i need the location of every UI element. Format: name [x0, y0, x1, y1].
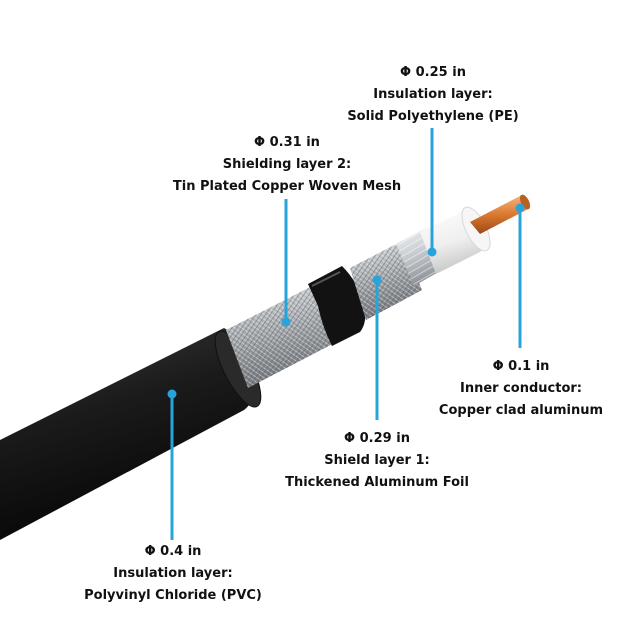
copper-conductor: [470, 194, 531, 234]
callout-material: Polyvinyl Chloride (PVC): [84, 588, 262, 603]
callout-layer: Inner conductor:: [459, 381, 582, 396]
callout-diameter: Φ 0.4 in: [144, 544, 202, 559]
callout-jacket-pvc: Φ 0.4 in Insulation layer: Polyvinyl Chl…: [84, 541, 262, 607]
callout-layer: Shielding layer 2:: [222, 157, 352, 172]
callout-diameter: Φ 0.25 in: [400, 65, 466, 80]
braid-shield: [226, 281, 344, 388]
callout-insulation-pe: Φ 0.25 in Insulation layer: Solid Polyet…: [347, 62, 518, 128]
callout-shield-braid: Φ 0.31 in Shielding layer 2: Tin Plated …: [173, 132, 401, 198]
callout-layer: Insulation layer:: [113, 566, 233, 581]
callout-layer: Insulation layer:: [373, 87, 493, 102]
callout-material: Tin Plated Copper Woven Mesh: [172, 179, 402, 194]
callout-material: Thickened Aluminum Foil: [285, 475, 469, 490]
callout-diameter: Φ 0.31 in: [254, 135, 320, 150]
callout-material: Solid Polyethylene (PE): [347, 109, 519, 124]
callout-lines: [167, 128, 525, 540]
callout-diameter: Φ 0.1 in: [492, 359, 550, 374]
jacket-band: [308, 266, 366, 346]
pvc-jacket: [0, 328, 262, 540]
callout-inner-conductor: Φ 0.1 in Inner conductor: Copper clad al…: [439, 356, 603, 422]
callout-layer: Shield layer 1:: [324, 453, 430, 468]
callout-shield-foil: Φ 0.29 in Shield layer 1: Thickened Alum…: [285, 428, 469, 494]
callout-diameter: Φ 0.29 in: [344, 431, 410, 446]
callout-material: Copper clad aluminum: [438, 403, 604, 418]
